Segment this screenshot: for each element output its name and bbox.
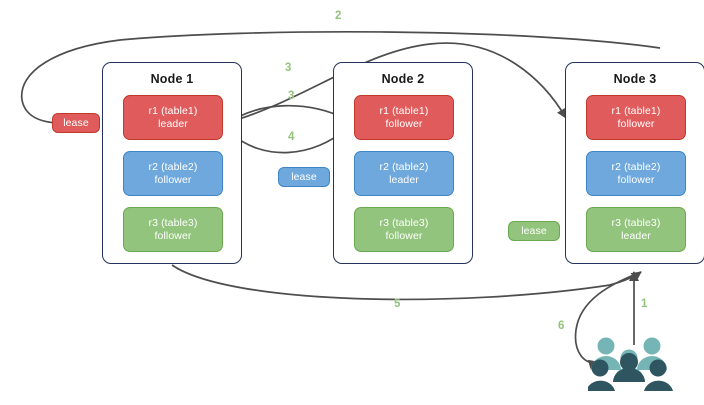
replica-role: follower [385, 229, 423, 242]
edge-3-long-path [221, 42, 567, 125]
replica-name: r2 (table2) [148, 160, 198, 173]
replica-node1-r3[interactable]: r3 (table3) follower [123, 207, 223, 252]
replica-role: follower [154, 173, 192, 186]
replica-role: leader [621, 229, 651, 242]
replica-role: follower [617, 117, 655, 130]
node-title-node1: Node 1 [150, 72, 194, 86]
edge-5-path [171, 264, 642, 301]
replica-node3-r1[interactable]: r1 (table1) follower [586, 95, 686, 140]
replica-name: r1 (table1) [611, 104, 661, 117]
replica-role: leader [158, 117, 188, 130]
node-title-node2: Node 2 [381, 72, 425, 86]
edge-label-6: 6 [558, 320, 565, 332]
replica-node3-r2[interactable]: r2 (table2) follower [586, 151, 686, 196]
replica-name: r3 (table3) [611, 216, 661, 229]
node-title-node3: Node 3 [613, 72, 657, 86]
replica-node1-r1[interactable]: r1 (table1) leader [123, 95, 223, 140]
edge-6-path [574, 271, 642, 370]
edge-label-3-long: 3 [285, 62, 292, 74]
replica-role: follower [385, 117, 423, 130]
replica-name: r3 (table3) [148, 216, 198, 229]
node-box-node3[interactable]: Node 3 r1 (table1) follower r2 (table2) … [565, 62, 704, 264]
replica-node2-r3[interactable]: r3 (table3) follower [354, 207, 454, 252]
edge-label-2: 2 [335, 10, 342, 22]
replica-name: r1 (table1) [148, 104, 198, 117]
lease-badge-blue[interactable]: lease [278, 167, 330, 187]
replica-node1-r2[interactable]: r2 (table2) follower [123, 151, 223, 196]
node-box-node2[interactable]: Node 2 r1 (table1) follower r2 (table2) … [333, 62, 473, 264]
users-icon [586, 334, 680, 392]
lease-badge-red[interactable]: lease [52, 113, 100, 133]
replica-role: follower [617, 173, 655, 186]
edge-label-4: 4 [288, 131, 295, 143]
replica-node2-r1[interactable]: r1 (table1) follower [354, 95, 454, 140]
replica-node2-r2[interactable]: r2 (table2) leader [354, 151, 454, 196]
replica-role: follower [154, 229, 192, 242]
lease-badge-green[interactable]: lease [508, 221, 560, 241]
edge-label-5: 5 [394, 298, 401, 310]
node-box-node1[interactable]: Node 1 r1 (table1) leader r2 (table2) fo… [102, 62, 242, 264]
edge-label-1: 1 [641, 298, 648, 310]
edge-3-short-path [223, 104, 349, 127]
replica-name: r1 (table1) [379, 104, 429, 117]
edge-2-path [20, 30, 661, 129]
replica-name: r2 (table2) [611, 160, 661, 173]
edge-label-3-short: 3 [288, 90, 295, 102]
replica-node3-r3[interactable]: r3 (table3) leader [586, 207, 686, 252]
replica-role: leader [389, 173, 419, 186]
users-icon-svg [586, 337, 673, 391]
replica-name: r2 (table2) [379, 160, 429, 173]
replica-name: r3 (table3) [379, 216, 429, 229]
